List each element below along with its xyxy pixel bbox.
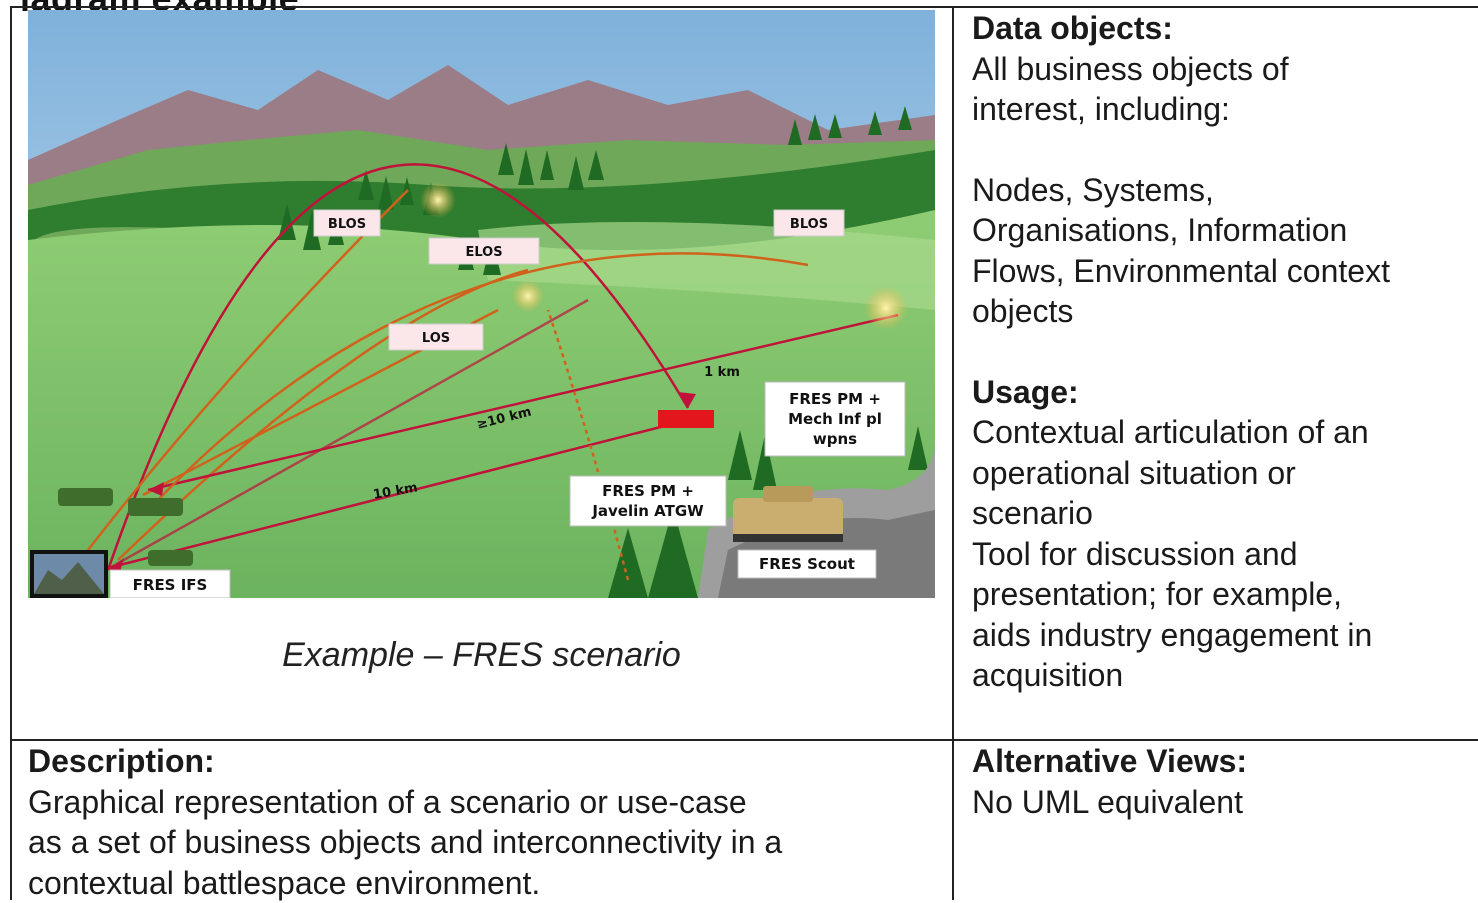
description-cell: Description: Graphical representation of… bbox=[28, 741, 943, 903]
label-fres-pm-mech-line3: wpns bbox=[813, 430, 857, 448]
label-fres-pm-javelin-line2: Javelin ATGW bbox=[591, 502, 704, 520]
usage-item-1: Contextual articulation of an operationa… bbox=[972, 412, 1472, 534]
alternative-views-text: No UML equivalent bbox=[972, 782, 1472, 823]
column-divider bbox=[952, 6, 954, 900]
usage-item-2: Tool for discussion and presentation; fo… bbox=[972, 534, 1472, 696]
data-objects-heading: Data objects: bbox=[972, 8, 1472, 49]
label-range-1km: 1 km bbox=[704, 365, 740, 380]
label-fres-pm-mech-line1: FRES PM + bbox=[789, 390, 881, 408]
label-blos-right: BLOS bbox=[790, 217, 828, 232]
label-los: LOS bbox=[422, 331, 450, 346]
label-fres-ifs: FRES IFS bbox=[133, 576, 208, 594]
alternative-views-cell: Alternative Views: No UML equivalent bbox=[972, 741, 1472, 822]
label-fres-scout: FRES Scout bbox=[759, 555, 855, 573]
figure-caption: Example – FRES scenario bbox=[28, 636, 935, 675]
label-elos: ELOS bbox=[465, 245, 502, 260]
fres-scenario-illustration: BLOS ELOS LOS BLOS 1 km ≥10 km 10 km FRE… bbox=[28, 10, 935, 598]
label-blos-left: BLOS bbox=[328, 217, 366, 232]
alternative-views-heading: Alternative Views: bbox=[972, 741, 1472, 782]
data-objects-list: Nodes, Systems, Organisations, Informati… bbox=[972, 170, 1472, 332]
usage-heading: Usage: bbox=[972, 372, 1472, 413]
label-fres-pm-mech-line2: Mech Inf pl bbox=[788, 410, 882, 428]
description-text: Graphical representation of a scenario o… bbox=[28, 782, 943, 903]
description-heading: Description: bbox=[28, 741, 943, 782]
data-objects-intro: All business objects of interest, includ… bbox=[972, 49, 1472, 130]
data-objects-cell: Data objects: All business objects of in… bbox=[972, 8, 1472, 696]
label-fres-pm-javelin-line1: FRES PM + bbox=[602, 482, 694, 500]
